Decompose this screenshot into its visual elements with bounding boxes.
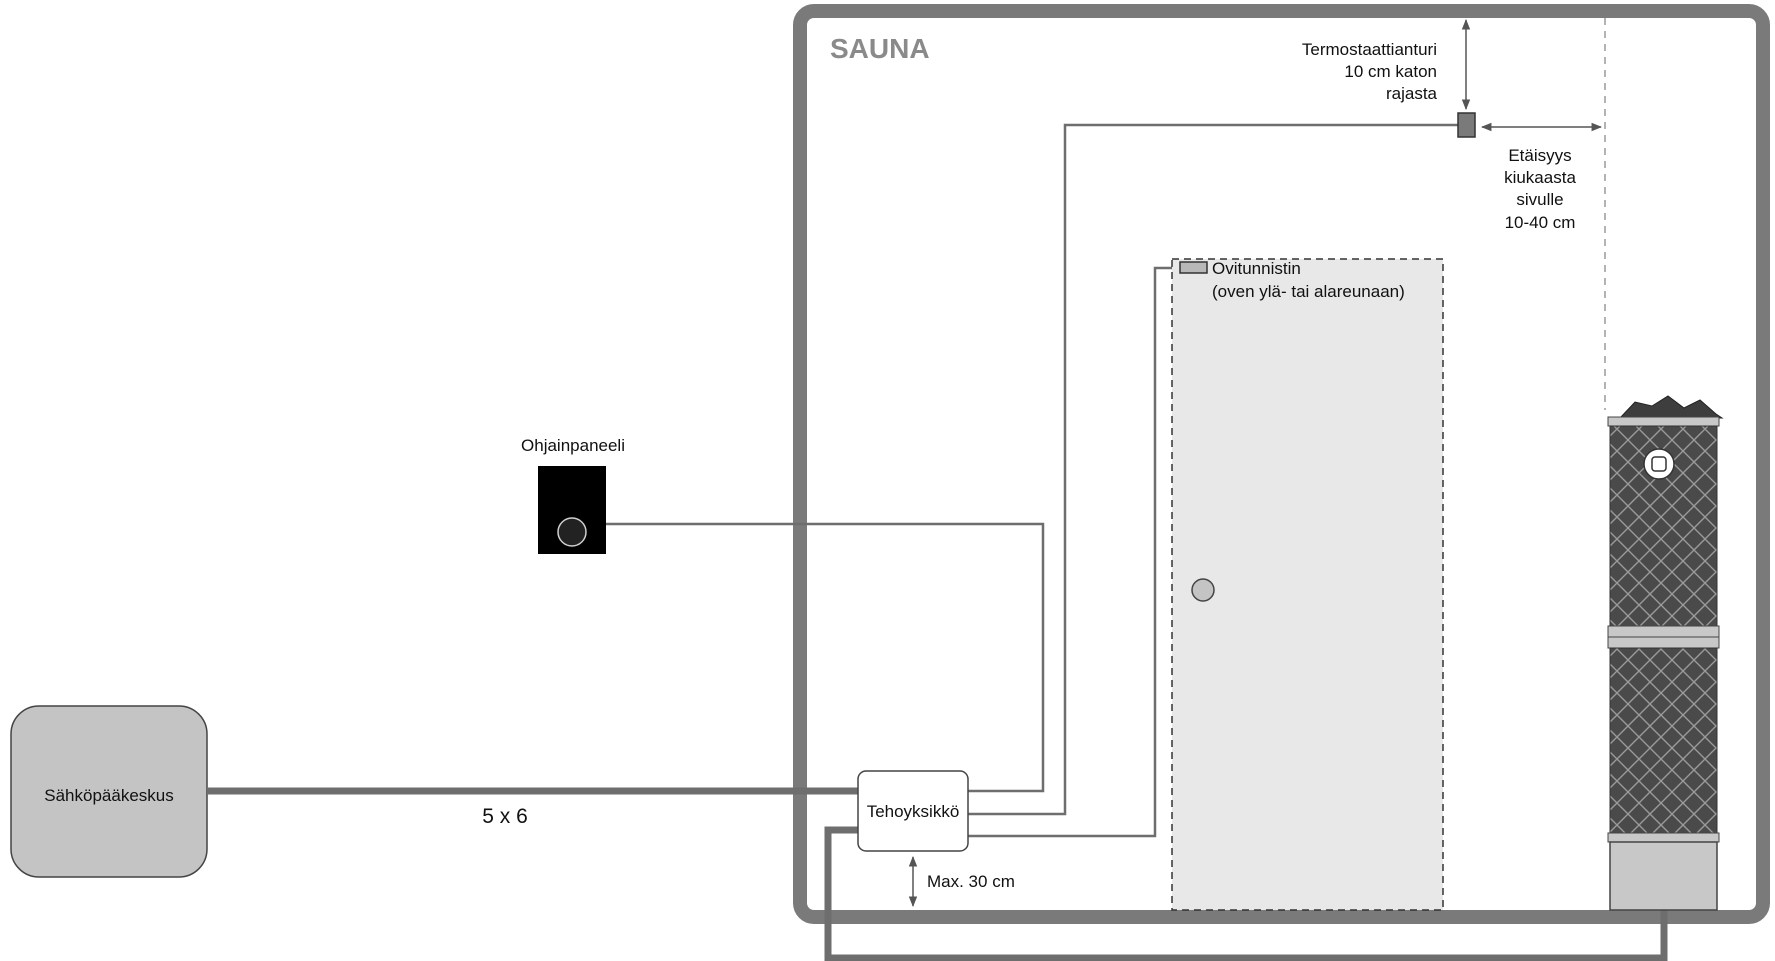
door-sensor [1179, 261, 1208, 274]
max-distance-label: Max. 30 cm [927, 872, 1015, 891]
thermostat-sensor-label-line1: Termostaattianturi [1302, 40, 1437, 59]
door [1171, 258, 1444, 911]
heater-logo-mark [1651, 456, 1667, 472]
thermostat-sensor [1457, 112, 1476, 138]
heater-stones [1618, 395, 1724, 419]
heater-top-plate [1607, 416, 1720, 427]
thermostat-sensor-label-line2: 10 cm katon [1344, 62, 1437, 81]
main-electrical-panel-label: Sähköpääkeskus [44, 786, 173, 805]
control-panel-knob-icon [557, 517, 587, 547]
heater-brand-logo-icon [1643, 448, 1675, 480]
door-handle [1191, 578, 1215, 602]
heater-distance-label-line2: kiukaasta [1504, 168, 1576, 187]
thermostat-sensor-cable [968, 123, 1458, 816]
heater-distance-label-line1: Etäisyys [1508, 146, 1571, 165]
control-panel-cable [606, 522, 1045, 793]
heater-lower-plate [1607, 832, 1720, 843]
sauna-room-wall [793, 4, 1770, 924]
control-panel-label: Ohjainpaneeli [521, 436, 625, 455]
room-title: SAUNA [830, 33, 930, 64]
power-unit-label: Tehoyksikkö [867, 802, 960, 821]
door-sensor-cable [968, 266, 1180, 838]
sauna-heater [1607, 395, 1724, 911]
heater-lower-stone-basket [1609, 647, 1718, 834]
power-unit [857, 770, 969, 852]
heater-distance-label-line4: 10-40 cm [1505, 213, 1576, 232]
heater-base [1609, 841, 1718, 911]
heater-distance-label-line3: sivulle [1516, 190, 1563, 209]
door-sensor-label-line1: Ovitunnistin [1212, 259, 1301, 278]
door-sensor-label-line2: (oven ylä- tai alareunaan) [1212, 282, 1405, 301]
heater-supply-cable [824, 826, 1668, 961]
cable-spec-label: 5 x 6 [482, 805, 528, 828]
thermostat-sensor-label-line3: rajasta [1386, 84, 1438, 103]
